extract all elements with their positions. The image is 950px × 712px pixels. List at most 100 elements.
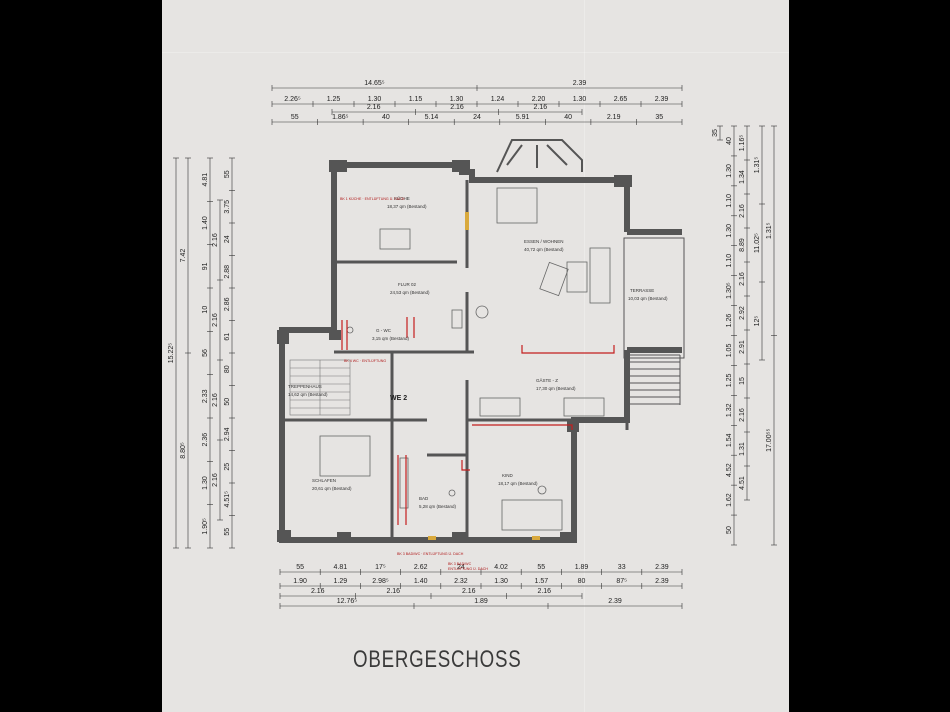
room-area-kueche: 18,37 qm (Bestand) (387, 204, 427, 209)
terrace (623, 237, 685, 405)
dimension-label: 1.89 (575, 564, 589, 571)
dimension-label: 2.16 (212, 393, 219, 407)
room-name-kueche: KÜCHE (394, 195, 410, 201)
dimension-label: 1.31⁵ (754, 157, 761, 174)
dimension-label: 80 (578, 578, 586, 585)
dimension-label: 40 (382, 114, 390, 121)
dimension-label: 2.86 (224, 297, 231, 311)
dimension-label: 87⁵ (616, 578, 627, 585)
dimension-label: 35 (655, 114, 663, 121)
note-bottom-2: ENTLÜFTUNG Ü. DACH (448, 567, 488, 571)
dimension-label: 4.81 (202, 173, 209, 187)
dimension-label: 2.16 (212, 473, 219, 487)
room-name-bad: BAD (419, 496, 429, 501)
dimension-label: 1.26 (726, 314, 733, 328)
dimension-label: 55 (296, 564, 304, 571)
dimension-label: 55 (291, 114, 299, 121)
wall-corners (277, 160, 632, 542)
dimension-label: 33 (618, 564, 626, 571)
bay-window (496, 139, 583, 173)
dimension-label: 80 (224, 365, 231, 373)
dimension-label: 15.22⁵ (168, 343, 175, 364)
room-label-kind: KIND 18,17 qm (Bestand) (498, 473, 538, 486)
dimension-label: 4.52 (726, 463, 733, 477)
dimension-label: 1.30 (726, 164, 733, 178)
dimension-label: 1.40 (202, 216, 209, 230)
dimension-label: 11.02⁵ (754, 233, 761, 253)
dimension-label: 1.31 (739, 442, 746, 456)
dimension-label: 1.90⁵ (202, 518, 209, 535)
dimension-label: 24 (473, 114, 481, 121)
dimension-label: 1.30 (450, 96, 464, 103)
dimension-label: 4.51⁵ (224, 491, 231, 508)
dimension-label: 1.89 (474, 598, 488, 605)
dimension-label: 24 (457, 564, 465, 571)
dimension-label: 2.16 (462, 588, 476, 595)
dimension-label: 1.32 (726, 403, 733, 417)
dimension-label: 14.65⁵ (364, 80, 385, 87)
note-kueche: BK 1 KÜCHE · ENTLÜFTUNG Ü. DACH (340, 197, 405, 201)
room-area-treppenhaus: 14,62 qm (Bestand) (288, 392, 328, 397)
room-area-essen: 40,72 qm (Bestand) (524, 247, 564, 252)
dimension-label: 2.39 (573, 80, 587, 87)
dimension-label: 1.24 (491, 96, 505, 103)
room-area-flur: 24,53 qm (Bestand) (390, 290, 430, 295)
dimension-label: 1.57 (534, 578, 548, 585)
dimension-label: 2.16 (739, 272, 746, 286)
staircase (289, 359, 351, 416)
dimension-label: 2.94 (224, 427, 231, 441)
room-area-wc: 3,15 qm (Bestand) (372, 336, 410, 341)
dimension-label: 1.30 (368, 96, 382, 103)
note-bottom-1: BK 3 BAD/WC (448, 562, 472, 566)
dimension-label: 1.25 (726, 373, 733, 387)
dimension-label: 24 (224, 235, 231, 243)
room-label-terrasse: TERRASSE 10,03 qm (Bestand) (628, 288, 668, 301)
dimension-label: 1.15 (409, 96, 423, 103)
dimension-label: 2.33 (202, 389, 209, 403)
dimension-label: 7.42 (180, 249, 187, 263)
dimension-label: 1.30 (726, 224, 733, 238)
room-label-gaeste: GÄSTE - Z 17,30 qm (Bestand) (536, 377, 576, 391)
dimension-label: 55 (224, 528, 231, 536)
room-name-terrasse: TERRASSE (630, 288, 654, 293)
room-name-treppenhaus: TREPPENHAUS (288, 384, 322, 389)
dimension-label: 12.76⁵ (337, 598, 358, 605)
new-wall-markings (341, 317, 615, 525)
dimension-label: 1.05 (726, 344, 733, 358)
note-bad: BK 3 BAD/WC · ENTLÜFTUNG Ü. DACH (397, 552, 464, 556)
dimension-label: 17.00⁵⁵ (766, 428, 773, 451)
dimension-label: 2.16 (386, 588, 400, 595)
dimension-label: 2.91 (739, 340, 746, 354)
dimension-label: 2.16 (450, 104, 464, 111)
dimension-label: 61 (224, 333, 231, 341)
dimension-label: 2.62 (414, 564, 428, 571)
dimension-label: 2.26⁵ (284, 96, 301, 103)
dimension-label: 2.16 (367, 104, 381, 111)
room-name-schlafen: SCHLAFEN (312, 478, 336, 483)
dimension-label: 2.36 (202, 433, 209, 447)
dimension-label: 5.91 (516, 114, 530, 121)
dimension-label: 55 (537, 564, 545, 571)
room-area-schlafen: 20,61 qm (Bestand) (312, 486, 352, 491)
room-label-treppenhaus: TREPPENHAUS 14,62 qm (Bestand) (288, 384, 328, 397)
dimension-label: 17⁵ (375, 564, 386, 571)
unit-label: WE 2 (390, 395, 407, 402)
room-label-essen: ESSEN / WOHNEN 40,72 qm (Bestand) (524, 239, 564, 252)
dimension-label: 2.16 (534, 104, 548, 111)
dimension-label: 1.62 (726, 493, 733, 507)
dimension-label: 2.16 (212, 233, 219, 247)
fold-line (584, 0, 585, 712)
dimension-label: 50 (726, 526, 733, 534)
room-name-kind: KIND (502, 473, 514, 478)
dimension-label: 1.40 (414, 578, 428, 585)
dimension-label: 2.92 (739, 306, 746, 320)
dimension-label: 2.19 (607, 114, 621, 121)
dimension-label: 2.16 (739, 408, 746, 422)
dimension-label: 1.30 (494, 578, 508, 585)
door-accents (428, 212, 540, 540)
room-name-wc: G - WC (376, 328, 392, 333)
dimension-label: 1.25 (327, 96, 341, 103)
dimension-label: 5.14 (425, 114, 439, 121)
dimension-label: 1.30 (573, 96, 587, 103)
